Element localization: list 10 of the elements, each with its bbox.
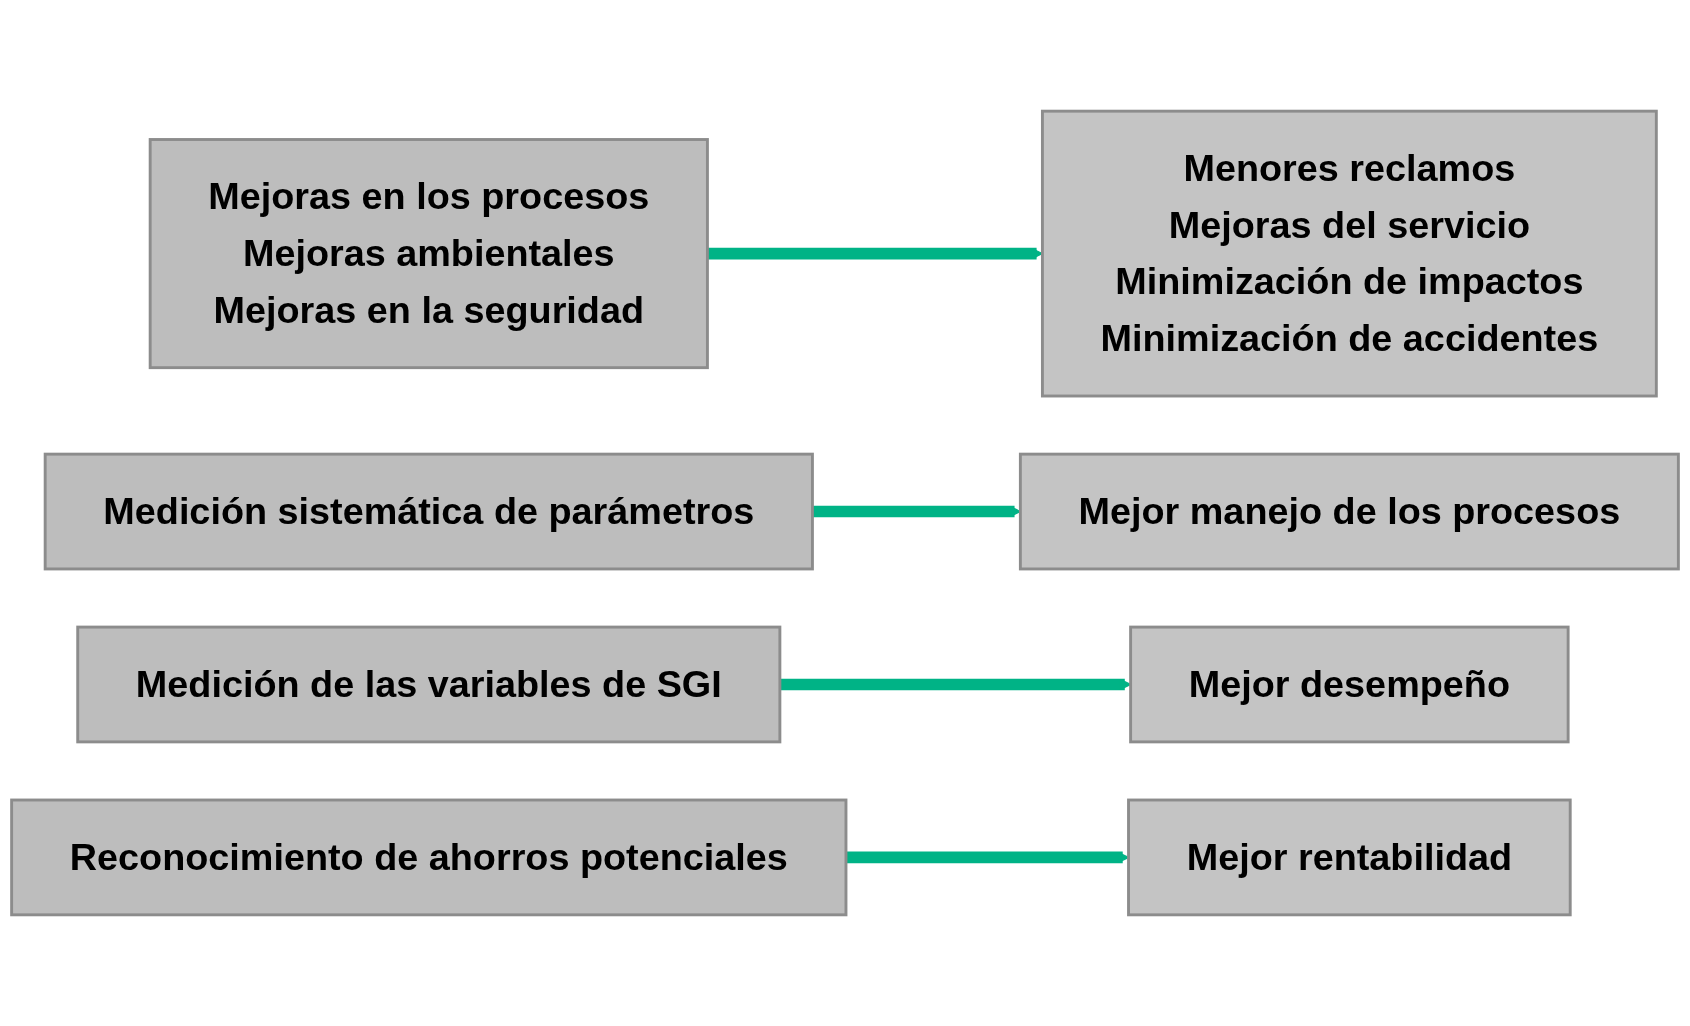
- arrow: [812, 505, 1021, 518]
- node-box: Medición sistemática de parámetros: [43, 452, 814, 571]
- node-box: Mejor desempeño: [1129, 625, 1570, 744]
- node-box: Mejor manejo de los procesos: [1018, 452, 1680, 571]
- arrow: [707, 247, 1043, 260]
- node-box: Mejor rentabilidad: [1127, 798, 1572, 917]
- node-box: Medición de las variables de SGI: [76, 625, 782, 744]
- node-box: Menores reclamos Mejoras del servicio Minimización de impactos Minimización de accidentes: [1040, 109, 1658, 398]
- node-box: Reconocimiento de ahorros potenciales: [10, 798, 848, 917]
- node-box: Mejoras en los procesos Mejoras ambientales Mejoras en la seguridad: [148, 138, 709, 370]
